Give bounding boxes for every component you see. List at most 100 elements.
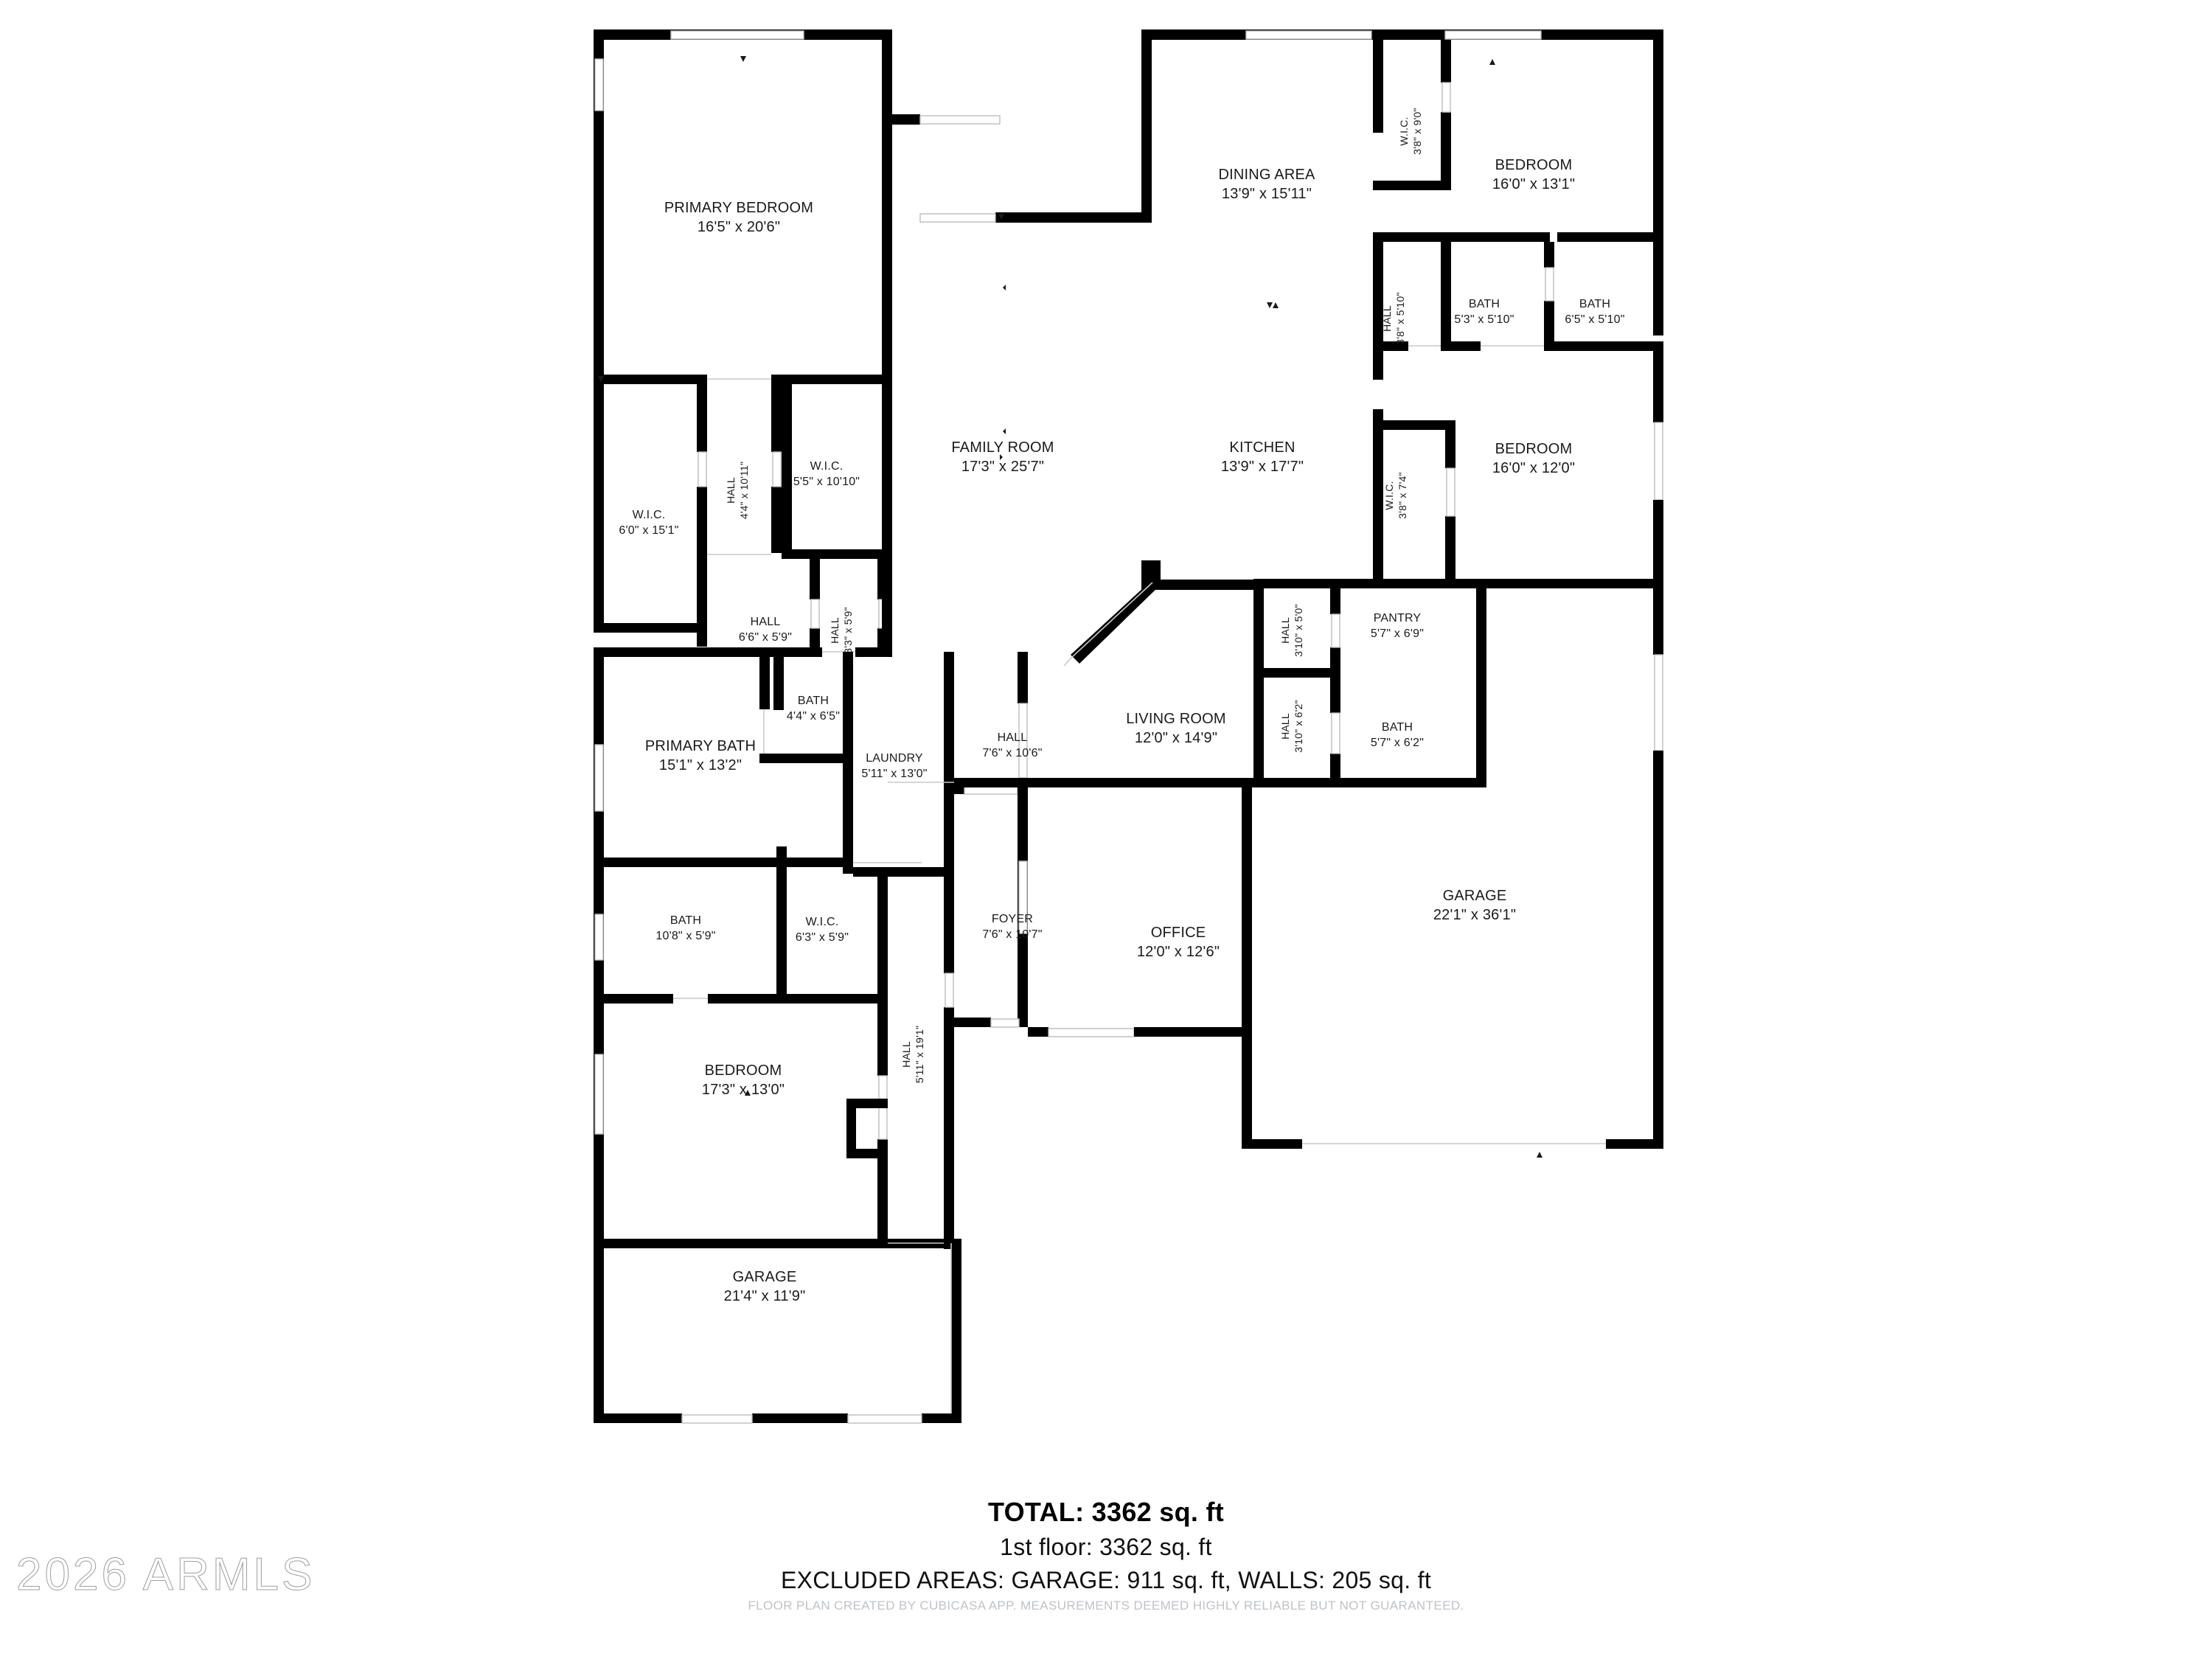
room-name: BATH xyxy=(669,914,702,928)
room-dimension: 3'10" x 5'0" xyxy=(1293,604,1304,657)
room-label-bedroom-mid-right: BEDROOM 16'0" x 12'0" xyxy=(1492,439,1575,478)
room-name: W.I.C. xyxy=(632,509,666,522)
room-label-kitchen: KITCHEN 13'9" x 17'7" xyxy=(1221,438,1304,476)
room-name: BEDROOM xyxy=(1495,441,1573,457)
room-name: HALL xyxy=(1380,305,1393,332)
room-name: W.I.C. xyxy=(1382,481,1395,510)
disclaimer-text: FLOOR PLAN CREATED BY CUBICASA APP. MEAS… xyxy=(748,1599,1464,1613)
room-label-hall-center: HALL 7'6" x 10'6" xyxy=(982,731,1042,762)
room-dimension: 17'3" x 25'7" xyxy=(961,459,1045,475)
room-label-wic-bedroom2: W.I.C. 3'8" x 9'0" xyxy=(1397,108,1424,154)
room-label-wic-primary-right: W.I.C. 5'5" x 10'10" xyxy=(793,459,860,490)
room-dimension: 12'0" x 14'9" xyxy=(1134,730,1218,746)
room-dimension: 16'0" x 13'1" xyxy=(1492,176,1576,192)
room-name: DINING AREA xyxy=(1218,167,1315,183)
room-dimension: 13'9" x 17'7" xyxy=(1220,459,1304,475)
room-label-hall-bath-right: HALL 3'10" x 6'2" xyxy=(1279,700,1305,752)
room-label-living-room: LIVING ROOM 12'0" x 14'9" xyxy=(1126,709,1226,748)
room-label-hall-pantry: HALL 3'10" x 5'0" xyxy=(1279,604,1305,656)
room-name: BEDROOM xyxy=(1495,157,1573,173)
room-name: HALL xyxy=(828,617,841,644)
room-label-wic-primary-left: W.I.C. 6'0" x 15'1" xyxy=(619,508,678,539)
room-name: PRIMARY BEDROOM xyxy=(664,200,814,216)
total-area-label: TOTAL: 3362 sq. ft xyxy=(987,1497,1225,1527)
room-name: BATH xyxy=(1381,721,1413,734)
room-name: W.I.C. xyxy=(805,916,839,929)
room-dimension: 13'9" x 15'11" xyxy=(1221,186,1312,202)
room-label-hall-primary: HALL 4'4" x 10'11" xyxy=(724,462,751,519)
room-label-hall-center-left: HALL 6'6" x 5'9" xyxy=(739,615,792,646)
room-name: W.I.C. xyxy=(810,460,844,473)
room-dimension: 6'5" x 5'10" xyxy=(1565,313,1625,326)
armls-watermark: 2026 ARMLS xyxy=(15,1549,316,1601)
room-name: W.I.C. xyxy=(1397,116,1410,146)
room-label-bedroom-lower-left: BEDROOM 17'3" x 13'0" xyxy=(702,1061,785,1099)
room-label-garage-right: GARAGE 22'1" x 36'1" xyxy=(1433,886,1516,925)
room-name: HALL xyxy=(750,616,781,629)
room-dimension: 5'7" x 6'2" xyxy=(1370,737,1425,749)
room-label-bath-right-2: BATH 6'5" x 5'10" xyxy=(1565,297,1624,328)
room-label-bath-lower-left: BATH 10'8" x 5'9" xyxy=(655,914,715,945)
room-name: BATH xyxy=(1579,298,1611,311)
room-name: HALL xyxy=(1279,617,1291,644)
room-label-family-room: FAMILY ROOM 17'3" x 25'7" xyxy=(951,438,1054,476)
room-label-bath-mid-right: BATH 5'7" x 6'2" xyxy=(1371,720,1424,751)
room-dimension: 5'5" x 10'10" xyxy=(793,476,860,488)
room-name: LAUNDRY xyxy=(866,752,923,765)
room-name: GARAGE xyxy=(1442,888,1507,904)
room-dimension: 5'7" x 6'9" xyxy=(1370,627,1425,640)
room-dimension: 5'11" x 13'0" xyxy=(861,768,928,780)
room-name: PRIMARY BATH xyxy=(644,738,757,754)
first-floor-area-label: 1st floor: 3362 sq. ft xyxy=(1000,1534,1212,1560)
room-label-bedroom-top-right: BEDROOM 16'0" x 13'1" xyxy=(1492,156,1575,194)
room-dimension: 3'8" x 5'10" xyxy=(1394,292,1406,345)
excluded-areas-label: EXCLUDED AREAS: GARAGE: 911 sq. ft, WALL… xyxy=(780,1567,1432,1593)
room-dimension: 16'5" x 20'6" xyxy=(697,219,781,235)
room-dimension: 16'0" x 12'0" xyxy=(1492,460,1576,476)
room-label-wic-lower-left: W.I.C. 6'3" x 5'9" xyxy=(796,915,849,946)
room-dimension: 22'1" x 36'1" xyxy=(1433,907,1517,923)
room-label-office: OFFICE 12'0" x 12'6" xyxy=(1137,923,1220,961)
room-name: BATH xyxy=(1468,298,1500,311)
room-label-foyer: FOYER 7'6" x 10'7" xyxy=(982,912,1042,943)
room-name: BATH xyxy=(797,695,830,708)
room-name: FAMILY ROOM xyxy=(951,439,1054,456)
room-dimension: 3'3" x 5'9" xyxy=(842,607,854,654)
room-name: HALL xyxy=(997,731,1028,745)
room-dimension: 15'1" x 13'2" xyxy=(658,757,742,773)
room-label-laundry: LAUNDRY 5'11" x 13'0" xyxy=(861,751,927,782)
room-label-bath-right-1: BATH 5'3" x 5'10" xyxy=(1454,297,1514,328)
room-label-garage-bottom: GARAGE 21'4" x 11'9" xyxy=(724,1267,806,1306)
room-name: PANTRY xyxy=(1373,612,1422,625)
room-dimension: 3'8" x 9'0" xyxy=(1411,108,1423,155)
room-dimension: 6'0" x 15'1" xyxy=(619,524,679,537)
room-dimension: 3'10" x 6'2" xyxy=(1293,700,1304,753)
room-name: HALL xyxy=(724,477,737,504)
room-dimension: 3'8" x 7'4" xyxy=(1397,472,1408,519)
room-dimension: 17'3" x 13'0" xyxy=(701,1082,785,1098)
room-dimension: 21'4" x 11'9" xyxy=(723,1288,806,1304)
room-dimension: 5'11" x 19'1" xyxy=(914,1025,925,1084)
room-dimension: 4'4" x 6'5" xyxy=(786,710,841,723)
room-dimension: 4'4" x 10'11" xyxy=(738,461,750,520)
room-name: OFFICE xyxy=(1150,925,1206,941)
room-name: BEDROOM xyxy=(704,1062,782,1079)
room-name: GARAGE xyxy=(732,1269,797,1285)
room-name: HALL xyxy=(1279,713,1291,740)
room-label-hall-vertical: HALL 5'11" x 19'1" xyxy=(900,1026,926,1083)
room-label-hall-narrow: HALL 3'3" x 5'9" xyxy=(828,607,855,653)
room-label-pantry: PANTRY 5'7" x 6'9" xyxy=(1371,611,1424,642)
room-dimension: 7'6" x 10'7" xyxy=(982,928,1043,941)
room-dimension: 10'8" x 5'9" xyxy=(655,930,716,942)
room-name: LIVING ROOM xyxy=(1126,711,1226,727)
room-dimension: 12'0" x 12'6" xyxy=(1136,944,1220,960)
room-dimension: 6'3" x 5'9" xyxy=(795,931,849,944)
room-label-bath-upper-left: BATH 4'4" x 6'5" xyxy=(787,694,840,725)
room-name: HALL xyxy=(900,1041,912,1068)
room-name: KITCHEN xyxy=(1229,439,1295,456)
room-label-dining-area: DINING AREA 13'9" x 15'11" xyxy=(1218,165,1315,204)
area-summary: TOTAL: 3362 sq. ft 1st floor: 3362 sq. f… xyxy=(0,1497,2212,1594)
room-name: FOYER xyxy=(991,913,1034,926)
